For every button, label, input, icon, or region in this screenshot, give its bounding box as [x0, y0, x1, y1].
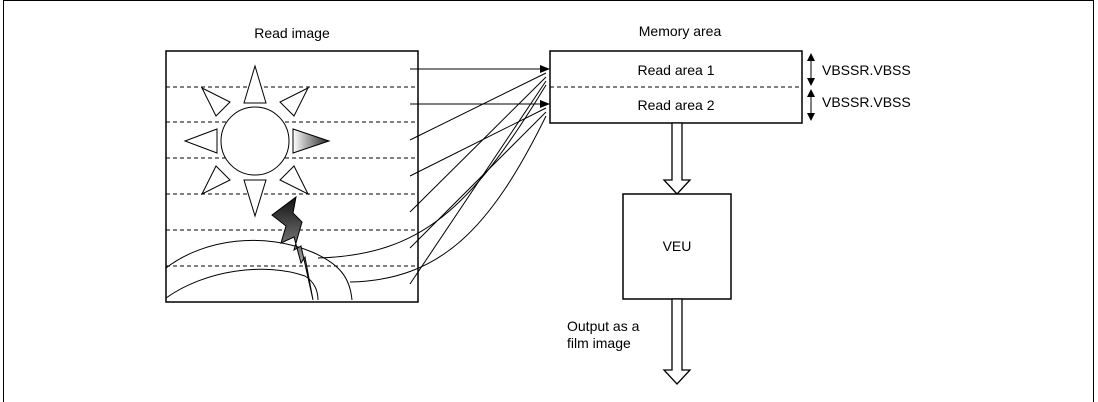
arrow-up-icon — [807, 89, 815, 97]
hill-curve-inner — [165, 268, 319, 301]
output-label-line-2: film image — [567, 335, 631, 351]
arrow-memory-to-veu — [662, 122, 692, 195]
stride-label-1: VBSSR.VBSS — [822, 62, 911, 78]
stride-indicator-2 — [807, 89, 815, 121]
read-area-1-label: Read area 1 — [637, 62, 714, 78]
sun-ray-top-left — [200, 86, 231, 117]
arrow-down-icon — [807, 113, 815, 121]
read-image-title: Read image — [254, 25, 330, 41]
sun-ray-bottom-right — [279, 165, 310, 196]
output-label-line-1: Output as a — [567, 318, 640, 334]
arrow-down-icon — [807, 78, 815, 86]
sun-ray-left — [183, 128, 218, 154]
sun-ray-top-right — [279, 86, 310, 117]
sun-ray-bottom-left — [200, 165, 231, 196]
veu-label: VEU — [663, 238, 692, 254]
sun-icon — [183, 64, 331, 218]
sun-ray-bottom — [243, 179, 267, 218]
sun-ray-right — [292, 128, 331, 154]
sun-disc — [220, 106, 290, 176]
mapping-arrowheads — [540, 65, 550, 108]
lightning-icon — [271, 195, 314, 301]
read-area-2-label: Read area 2 — [637, 97, 714, 113]
memory-area-title: Memory area — [639, 23, 722, 39]
diagram-frame — [3, 0, 1094, 402]
sun-ray-top — [243, 64, 267, 104]
stride-label-2: VBSSR.VBSS — [822, 94, 911, 110]
mapping-arrows — [317, 68, 547, 285]
arrow-veu-to-output — [662, 298, 692, 385]
stride-indicator-1 — [807, 53, 815, 86]
arrow-up-icon — [807, 53, 815, 61]
